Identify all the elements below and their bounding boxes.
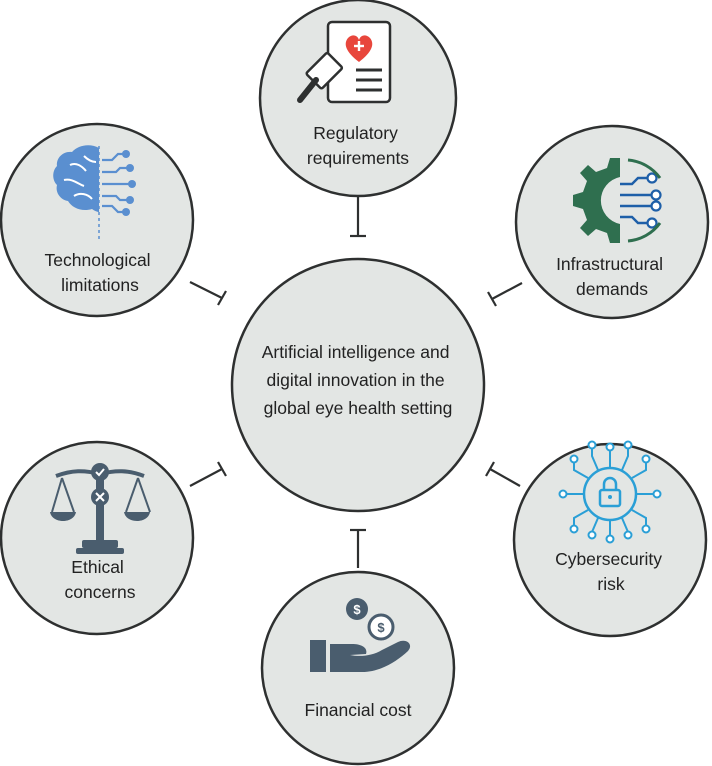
center-label-line-2: digital innovation in the xyxy=(267,370,445,390)
svg-text:$: $ xyxy=(377,620,385,635)
node-ethical: Ethical concerns xyxy=(0,440,195,636)
regulatory-document-gavel-icon xyxy=(297,20,392,104)
connectors xyxy=(189,196,523,568)
infrastructural-label-line-1: Infrastructural xyxy=(556,254,663,274)
center-node: Artificial intelligence and digital inno… xyxy=(230,257,486,513)
node-technological: Technological limitations xyxy=(0,122,195,318)
node-financial: $ $ Financial cost xyxy=(260,570,456,766)
center-label-line-1: Artificial intelligence and xyxy=(262,342,450,362)
center-label: Artificial intelligence and digital inno… xyxy=(262,342,455,418)
node-infrastructural: Infrastructural demands xyxy=(514,124,710,320)
cybersecurity-label-line-1: Cybersecurity xyxy=(555,549,662,569)
ethical-label: Ethical concerns xyxy=(64,557,135,602)
connector-regulatory xyxy=(350,196,366,238)
technological-label-line-1: Technological xyxy=(45,250,151,270)
regulatory-label-line-1: Regulatory xyxy=(313,123,398,143)
infrastructural-label-line-2: demands xyxy=(576,279,648,299)
connector-infrastructural xyxy=(487,282,523,307)
financial-label-line-1: Financial cost xyxy=(305,700,412,720)
center-label-line-3: global eye health setting xyxy=(264,398,453,418)
technological-circle xyxy=(0,122,195,318)
balance-scale-icon xyxy=(50,463,151,554)
brain-circuit-icon xyxy=(53,145,136,242)
padlock-circuit-icon xyxy=(558,440,662,544)
ethical-label-line-1: Ethical xyxy=(71,557,124,577)
connector-cybersecurity xyxy=(485,461,521,487)
technological-label: Technological limitations xyxy=(45,250,156,295)
ethical-label-line-2: concerns xyxy=(64,582,135,602)
hand-coins-icon: $ $ xyxy=(310,598,411,672)
node-cybersecurity: Cybersecurity risk xyxy=(512,440,708,638)
cybersecurity-label: Cybersecurity risk xyxy=(555,549,667,594)
regulatory-label: Regulatory requirements xyxy=(307,123,409,168)
svg-text:$: $ xyxy=(353,602,361,617)
financial-label: Financial cost xyxy=(305,700,412,720)
connector-technological xyxy=(189,281,227,306)
technological-label-line-2: limitations xyxy=(61,275,139,295)
cybersecurity-label-line-2: risk xyxy=(597,574,624,594)
connector-financial xyxy=(350,528,366,568)
gear-circuit-icon xyxy=(573,158,662,243)
center-circle xyxy=(230,257,486,513)
connector-ethical xyxy=(189,461,227,487)
node-regulatory: Regulatory requirements xyxy=(258,0,458,198)
infrastructural-label: Infrastructural demands xyxy=(556,254,668,299)
regulatory-label-line-2: requirements xyxy=(307,148,409,168)
